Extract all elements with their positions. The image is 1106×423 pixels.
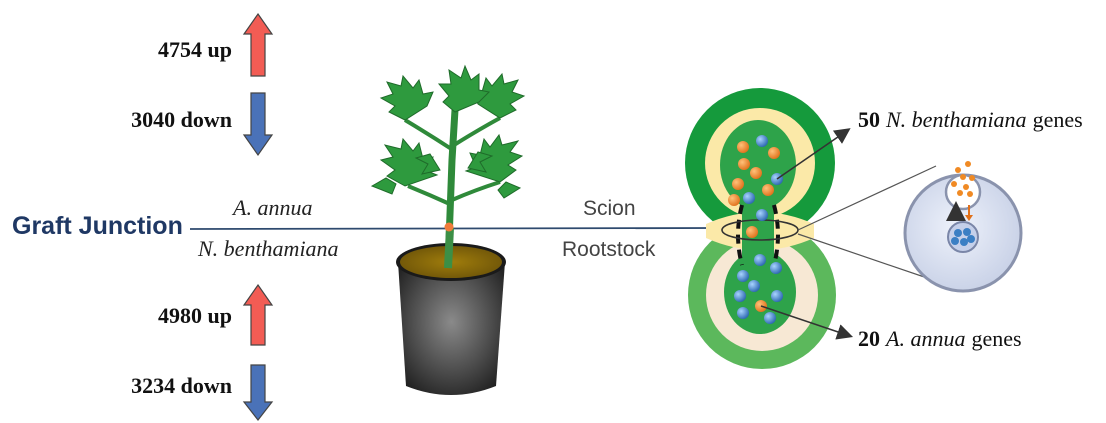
junction-line bbox=[190, 228, 722, 229]
rootstock-up-count: 4980 up bbox=[158, 303, 232, 328]
scion-gene-count: 50 bbox=[858, 107, 880, 132]
scion-gene-species: N. benthamiana bbox=[885, 107, 1027, 132]
rootstock-gene-count: 20 bbox=[858, 326, 880, 351]
down-arrow-icon bbox=[244, 93, 272, 155]
rootstock-gene-suffix: genes bbox=[971, 326, 1021, 351]
junction-cross-section bbox=[685, 88, 850, 369]
rootstock-gene-species: A. annua bbox=[884, 326, 965, 351]
scion-down-count: 3040 down bbox=[131, 107, 232, 132]
rootstock-species-label: N. benthamiana bbox=[197, 236, 339, 261]
scion-gene-suffix: genes bbox=[1033, 107, 1083, 132]
down-arrow-icon bbox=[244, 365, 272, 420]
scion-stats: 4754 up 3040 down bbox=[131, 14, 272, 155]
rootstock-label: Rootstock bbox=[562, 238, 656, 261]
up-arrow-icon bbox=[244, 14, 272, 76]
rootstock-down-count: 3234 down bbox=[131, 373, 232, 398]
plant-icon bbox=[372, 66, 524, 395]
graft-junction: Graft Junction A. annua N. benthamiana S… bbox=[12, 195, 722, 261]
scion-species-label: A. annua bbox=[231, 195, 312, 220]
scion-up-count: 4754 up bbox=[158, 37, 232, 62]
graft-junction-title: Graft Junction bbox=[12, 212, 183, 240]
rootstock-stats: 4980 up 3234 down bbox=[131, 285, 272, 420]
scion-label: Scion bbox=[583, 197, 636, 220]
up-arrow-icon bbox=[244, 285, 272, 345]
